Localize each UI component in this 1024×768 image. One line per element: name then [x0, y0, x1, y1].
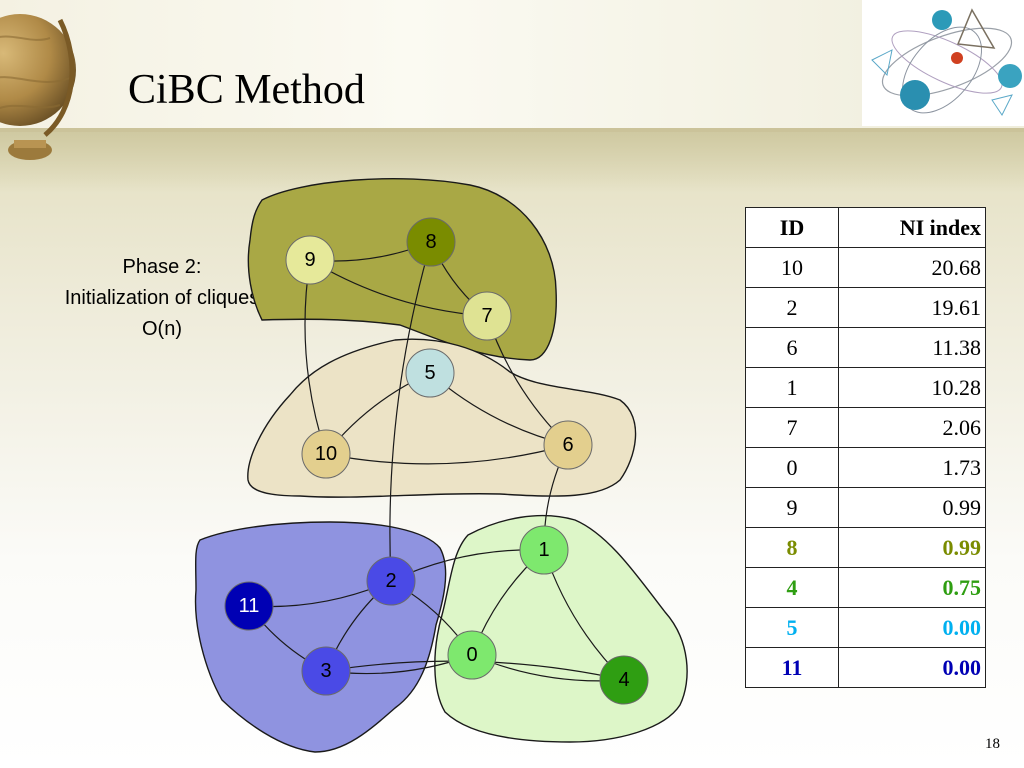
node-2: 2	[366, 556, 416, 606]
node-0-label: 0	[466, 644, 477, 666]
cell-id: 8	[745, 527, 839, 568]
cell-id: 10	[745, 247, 839, 288]
node-6: 6	[543, 420, 593, 470]
cell-id: 6	[745, 327, 839, 368]
slide-title: CiBC Method	[128, 67, 365, 113]
clique-graph: 0 1 2 3 4 5 6 7 8 9 10 11	[194, 177, 688, 753]
node-7-circle	[462, 291, 512, 341]
edge-8-2	[389, 241, 432, 582]
node-1-circle	[519, 525, 569, 575]
node-3: 3	[301, 646, 351, 696]
cell-id: 0	[745, 447, 839, 488]
node-1: 1	[519, 525, 569, 575]
cell-id: 5	[745, 607, 839, 648]
node-7-label: 7	[481, 305, 492, 327]
node-5: 5	[405, 348, 455, 398]
cell-id: 11	[745, 647, 839, 688]
cell-ni-index: 0.75	[838, 567, 986, 608]
node-10-label: 10	[315, 443, 337, 465]
header-divider	[0, 128, 1024, 132]
graph-nodes: 0 1 2 3 4 5 6 7 8 9 10 11	[224, 217, 649, 705]
edge-10-6	[325, 444, 569, 465]
column-header-ni-index: NI index	[838, 207, 986, 248]
node-2-label: 2	[385, 570, 396, 592]
node-6-label: 6	[562, 434, 573, 456]
cell-ni-index: 19.61	[838, 287, 986, 328]
node-11: 11	[224, 581, 274, 631]
header-logo-image	[862, 0, 1024, 126]
header-band	[0, 0, 1024, 128]
phase-description: Phase 2: Initialization of cliques O(n)	[30, 252, 294, 345]
phase-subtitle: Initialization of cliques	[64, 287, 260, 309]
node-9: 9	[285, 235, 335, 285]
cell-ni-index: 0.99	[838, 527, 986, 568]
cell-ni-index: 1.73	[838, 447, 986, 488]
cell-id: 2	[745, 287, 839, 328]
node-8: 8	[406, 217, 456, 267]
cell-id: 9	[745, 487, 839, 528]
page-number: 18	[985, 736, 1000, 752]
cell-ni-index: 0.00	[838, 607, 986, 648]
node-1-label: 1	[538, 539, 549, 561]
cell-ni-index: 0.00	[838, 647, 986, 688]
node-11-label: 11	[239, 595, 260, 617]
globe-icon	[0, 14, 76, 160]
node-4-circle	[599, 655, 649, 705]
cell-id: 4	[745, 567, 839, 608]
cell-id: 7	[745, 407, 839, 448]
node-5-circle	[405, 348, 455, 398]
node-0-circle	[447, 630, 497, 680]
content-shadow-band	[0, 132, 1024, 192]
cell-ni-index: 10.28	[838, 367, 986, 408]
node-3-circle	[301, 646, 351, 696]
node-11-circle	[224, 581, 274, 631]
cell-ni-index: 2.06	[838, 407, 986, 448]
node-10: 10	[301, 429, 351, 479]
node-4: 4	[599, 655, 649, 705]
phase-complexity: O(n)	[142, 318, 182, 340]
column-header-id: ID	[745, 207, 839, 248]
phase-title: Phase 2:	[122, 256, 202, 278]
cell-id: 1	[745, 367, 839, 408]
node-8-label: 8	[425, 231, 436, 253]
node-3-label: 3	[320, 660, 331, 682]
cell-ni-index: 11.38	[838, 327, 986, 368]
node-9-label: 9	[304, 249, 315, 271]
node-0: 0	[447, 630, 497, 680]
node-9-circle	[285, 235, 335, 285]
cell-ni-index: 20.68	[838, 247, 986, 288]
node-8-circle	[406, 217, 456, 267]
node-5-label: 5	[424, 362, 435, 384]
node-4-label: 4	[618, 669, 629, 691]
clique-region-blue	[194, 521, 447, 753]
table-header-row: ID NI index	[745, 207, 986, 248]
cell-ni-index: 0.99	[838, 487, 986, 528]
node-10-circle	[301, 429, 351, 479]
node-6-circle	[543, 420, 593, 470]
node-2-circle	[366, 556, 416, 606]
node-7: 7	[462, 291, 512, 341]
